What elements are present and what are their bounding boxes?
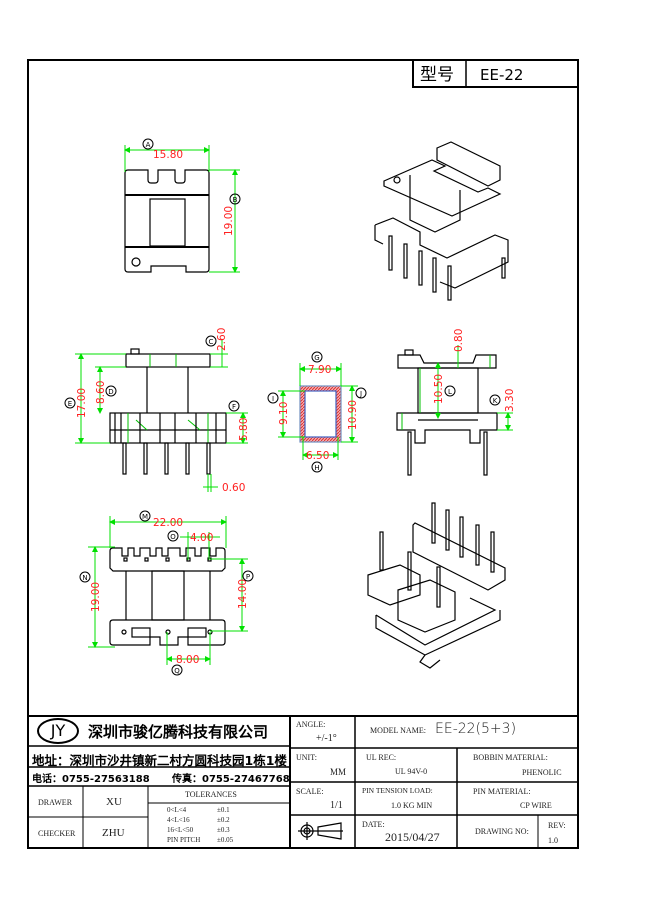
dim-p-value: 14.00 [237, 579, 249, 609]
title-block-grid [28, 715, 578, 848]
dim-a-value: 15.80 [153, 149, 183, 161]
dim-c-value: 2.60 [216, 328, 228, 351]
svg-text:H: H [314, 464, 319, 472]
dim-b-value: 19.00 [223, 206, 235, 236]
tolerances-table: 0<L<4±0.1 4<L<16±0.2 16<L<50±0.3 PIN PIT… [167, 805, 233, 845]
svg-text:Q: Q [174, 667, 180, 675]
svg-text:F: F [232, 403, 236, 411]
bobbin-material-value: PHENOLIC [522, 768, 562, 777]
rev-label: REV: [548, 821, 566, 830]
bobbin-material-label: BOBBIN MATERIAL: [473, 753, 548, 762]
isometric-view-top [374, 141, 509, 301]
dim-j-value: 10.90 [347, 400, 359, 430]
dim-k-value: 3.30 [504, 389, 516, 412]
front-view [109, 348, 227, 475]
unit-value: MM [330, 767, 347, 777]
svg-text:G: G [314, 354, 319, 362]
scale-label: SCALE: [296, 787, 324, 796]
balloon-letters: A B C D E F G H I J L K M O N P Q [68, 141, 498, 675]
tolerance-row: 0<L<4±0.1 [167, 806, 230, 814]
dim-d-value: 8.60 [95, 381, 107, 404]
angle-label: ANGLE: [296, 720, 326, 729]
unit-label: UNIT: [296, 753, 317, 762]
dim-l-value: 10.50 [433, 374, 445, 404]
drawing-frame [27, 59, 579, 849]
ul-label: UL REC: [366, 753, 397, 762]
company-fax: 传真：0755-27467768 [172, 774, 290, 785]
pin-tension-label: PIN TENSION LOAD: [362, 786, 433, 795]
dim-n-value: 19.00 [90, 582, 102, 612]
drawing-no-label: DRAWING NO: [475, 827, 529, 836]
pin-material-value: CP WIRE [520, 801, 552, 810]
date-label: DATE: [362, 820, 385, 829]
dim-pin-value: 0.60 [222, 482, 245, 494]
checker-label: CHECKER [38, 829, 76, 838]
tolerance-row: PIN PITCH±0.05 [167, 836, 234, 844]
dim-o-value: 4.00 [190, 532, 213, 544]
dim-m-value: 22.00 [153, 517, 183, 529]
rev-value: 1.0 [548, 836, 558, 845]
dim-f-value: 5.80 [238, 418, 250, 441]
svg-text:P: P [246, 573, 250, 581]
ul-value: UL 94V-0 [395, 767, 428, 776]
dim-e-value: 17.00 [76, 388, 88, 418]
checker-name: ZHU [102, 827, 125, 839]
section-view [299, 385, 342, 443]
company-name: 深圳市骏亿腾科技有限公司 [88, 723, 269, 741]
company-address: 地址：深圳市沙井镇新二村方圆科技园1栋1楼 [32, 753, 287, 768]
svg-text:E: E [68, 400, 72, 408]
svg-text:C: C [209, 338, 214, 346]
scale-value: 1/1 [330, 800, 343, 811]
svg-text:B: B [233, 196, 238, 204]
dim-q-value: 8.00 [176, 654, 199, 666]
tolerance-row: 16<L<50±0.3 [167, 826, 230, 834]
projection-icon [298, 822, 343, 840]
svg-text:K: K [493, 397, 498, 405]
svg-text:O: O [170, 533, 176, 541]
type-label: 型号 [420, 65, 454, 85]
pin-tension-value: 1.0 KG MIN [391, 801, 433, 810]
dimension-balloons [64, 138, 501, 676]
dim-h-value: 6.50 [306, 450, 329, 462]
svg-text:N: N [82, 574, 87, 582]
svg-text:J: J [359, 390, 362, 398]
dimension-lines [75, 145, 513, 665]
date-value: 2015/04/27 [385, 830, 440, 844]
isometric-view-bottom [367, 502, 506, 669]
tolerance-row: 4<L<16±0.2 [167, 816, 230, 824]
bottom-view [109, 547, 226, 646]
pin-material-label: PIN MATERIAL: [473, 787, 531, 796]
top-view [124, 169, 210, 273]
dimension-values: 15.80 19.00 2.60 8.60 17.00 5.80 0.60 7.… [76, 149, 516, 666]
svg-text:A: A [146, 141, 151, 149]
model-name-label: MODEL NAME: [370, 726, 426, 735]
model-name-value: EE-22(5+3) [435, 721, 517, 737]
header-model: EE-22 [480, 66, 523, 84]
svg-text:M: M [142, 513, 148, 521]
drawer-label: DRAWER [38, 798, 73, 807]
drawer-name: XU [106, 796, 122, 808]
dim-top-value: 0.80 [453, 329, 465, 352]
svg-text:D: D [108, 388, 113, 396]
dim-i-value: 9.10 [278, 402, 290, 425]
dim-g-value: 7.90 [308, 364, 331, 376]
company-phone: 电话：0755-27563188 [32, 774, 150, 785]
side-view [396, 349, 498, 476]
svg-text:L: L [448, 388, 452, 396]
model-header-box: 型号 EE-22 [412, 59, 579, 88]
company-logo: JY [37, 718, 79, 744]
tolerances-label: TOLERANCES [185, 790, 237, 799]
svg-text:I: I [272, 395, 274, 403]
angle-value: +/-1° [316, 733, 337, 744]
